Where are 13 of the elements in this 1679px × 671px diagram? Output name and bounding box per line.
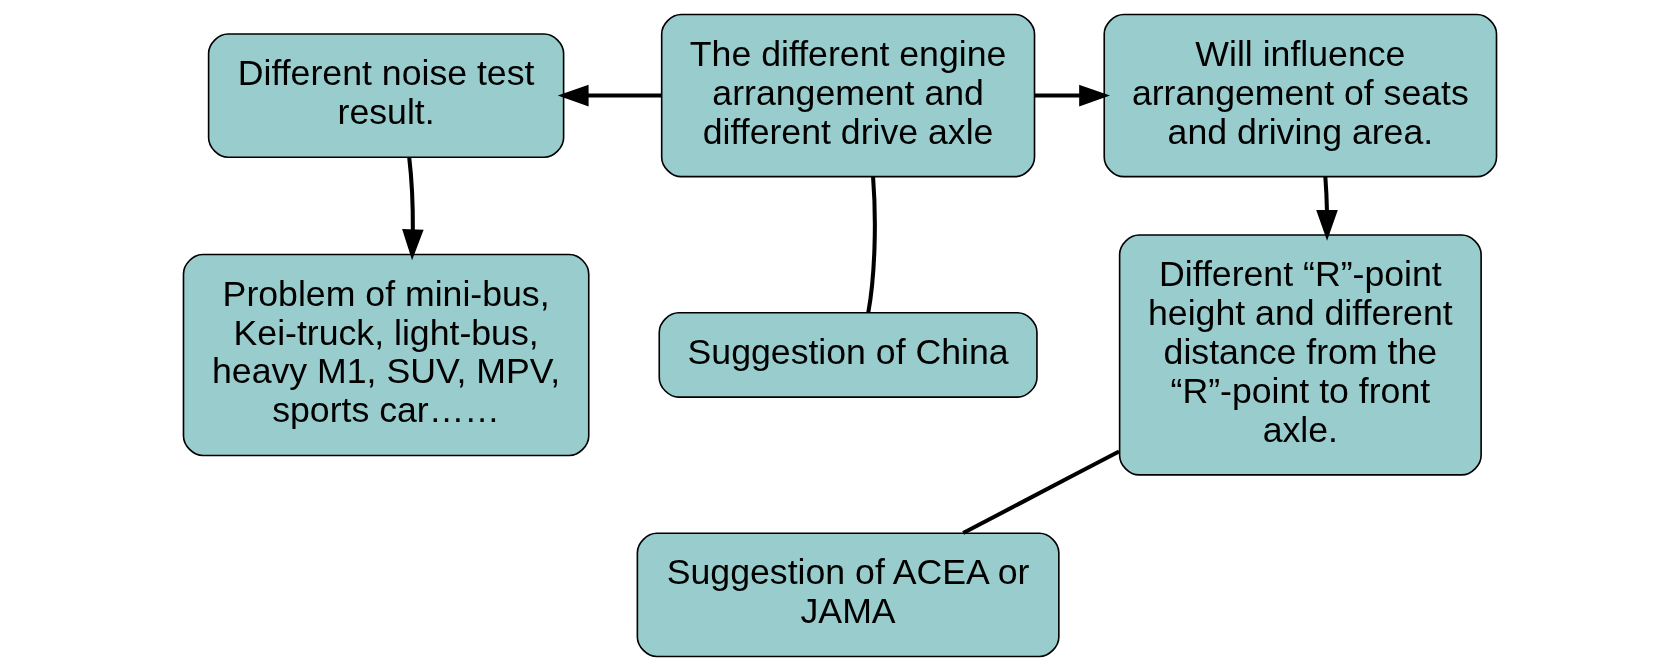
arrow bbox=[1315, 176, 1338, 241]
connector bbox=[961, 449, 1120, 535]
connector bbox=[865, 176, 877, 313]
arrow bbox=[401, 157, 424, 261]
node-box: Suggestion of ACEA or JAMA bbox=[636, 532, 1060, 658]
node-box: Different “R”-point height and different distance from the “R”-point to front axle. bbox=[1118, 234, 1482, 476]
node-box: Problem of mini-bus, Kei-truck, light-bus, heavy M1, SUV, MPV, sports car…… bbox=[182, 253, 590, 457]
node-box: Will influence arrangement of seats and driving area. bbox=[1102, 13, 1497, 178]
node-box: Suggestion of China bbox=[657, 312, 1038, 398]
arrow bbox=[557, 84, 662, 107]
node-box: Different noise test result. bbox=[207, 33, 564, 158]
node-box: The different engine arrangement and different drive axle bbox=[660, 13, 1035, 178]
arrow bbox=[1034, 84, 1110, 107]
